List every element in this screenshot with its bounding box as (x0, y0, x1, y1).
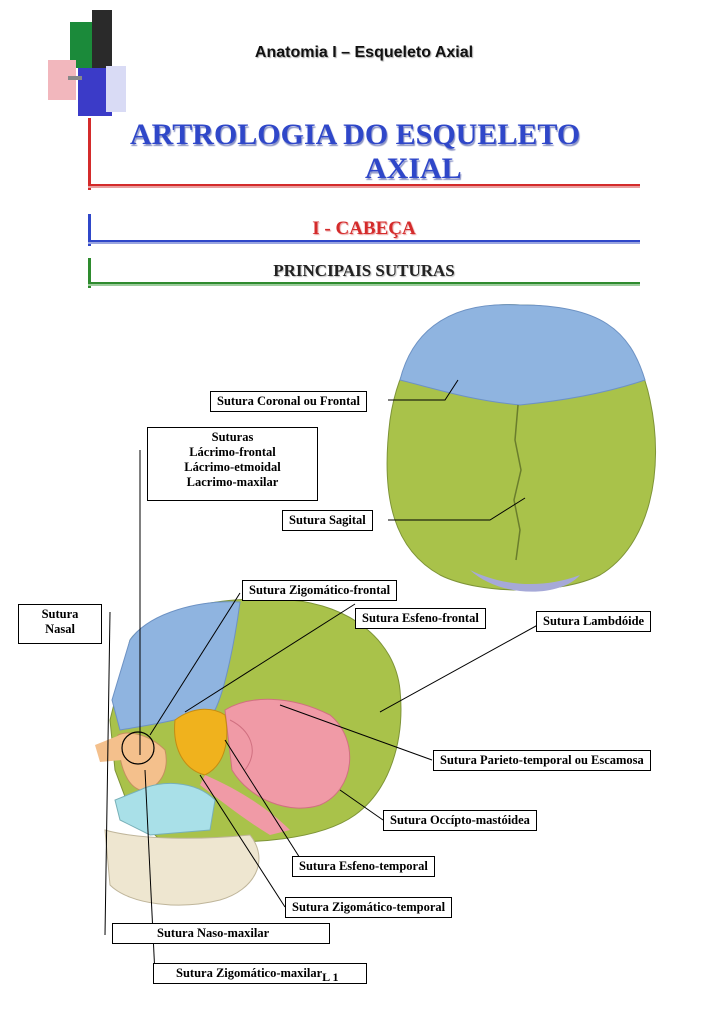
main-title-line1: ARTROLOGIA DO ESQUELETO (130, 118, 581, 151)
label-lambdoide: Sutura Lambdóide (536, 611, 652, 632)
section-bar (88, 214, 91, 246)
suturas-l1: Lácrimo-frontal (189, 445, 276, 459)
section-title: I - CABEÇA (312, 218, 416, 239)
label-esfeno-frontal: Sutura Esfeno-frontal (355, 608, 486, 629)
subtitle-bar (88, 258, 91, 288)
nasal-l1: Sutura (41, 607, 79, 621)
subtitle-rule (88, 282, 640, 284)
label-nasal: Sutura Nasal (18, 604, 102, 644)
logo-blocks (40, 8, 130, 116)
title-rule (88, 184, 640, 186)
label-sagital: Sutura Sagital (282, 510, 373, 531)
skull-top-view (386, 304, 657, 592)
nasal-l2: Nasal (45, 622, 75, 636)
label-zigomatico-temporal: Sutura Zigomático-temporal (285, 897, 453, 918)
section-rule (88, 240, 640, 242)
label-occipto-mastoidea: Sutura Occípto-mastóidea (383, 810, 537, 831)
header-title: Anatomia I – Esqueleto Axial (254, 44, 474, 61)
suturas-title: Suturas (211, 430, 254, 444)
label-suturas-group: Suturas Lácrimo-frontal Lácrimo-etmoidal… (147, 427, 318, 501)
main-title-line2: AXIAL (365, 152, 462, 185)
label-zigomatico-maxilar: Sutura Zigomático-maxilarL 1 (153, 963, 367, 984)
leader-lines (104, 379, 546, 976)
label-parieto-temporal: Sutura Parieto-temporal ou Escamosa (433, 750, 651, 771)
suturas-l2: Lácrimo-etmoidal (184, 460, 281, 474)
skull-lateral-view (95, 598, 402, 906)
label-esfeno-temporal: Sutura Esfeno-temporal (292, 856, 435, 877)
label-coronal: Sutura Coronal ou Frontal (210, 391, 367, 412)
page-number: L 1 (322, 970, 339, 984)
main-title: ARTROLOGIA DO ESQUELETO AXIAL (130, 118, 600, 186)
title-bar (88, 118, 91, 190)
label-naso-maxilar: Sutura Naso-maxilar (112, 923, 330, 944)
label-zigomatico-frontal: Sutura Zigomático-frontal (242, 580, 398, 601)
section-subtitle: PRINCIPAIS SUTURAS (273, 261, 455, 280)
zigomatico-maxilar-text: Sutura Zigomático-maxilar (176, 966, 323, 980)
suturas-l3: Lacrimo-maxilar (186, 475, 279, 489)
